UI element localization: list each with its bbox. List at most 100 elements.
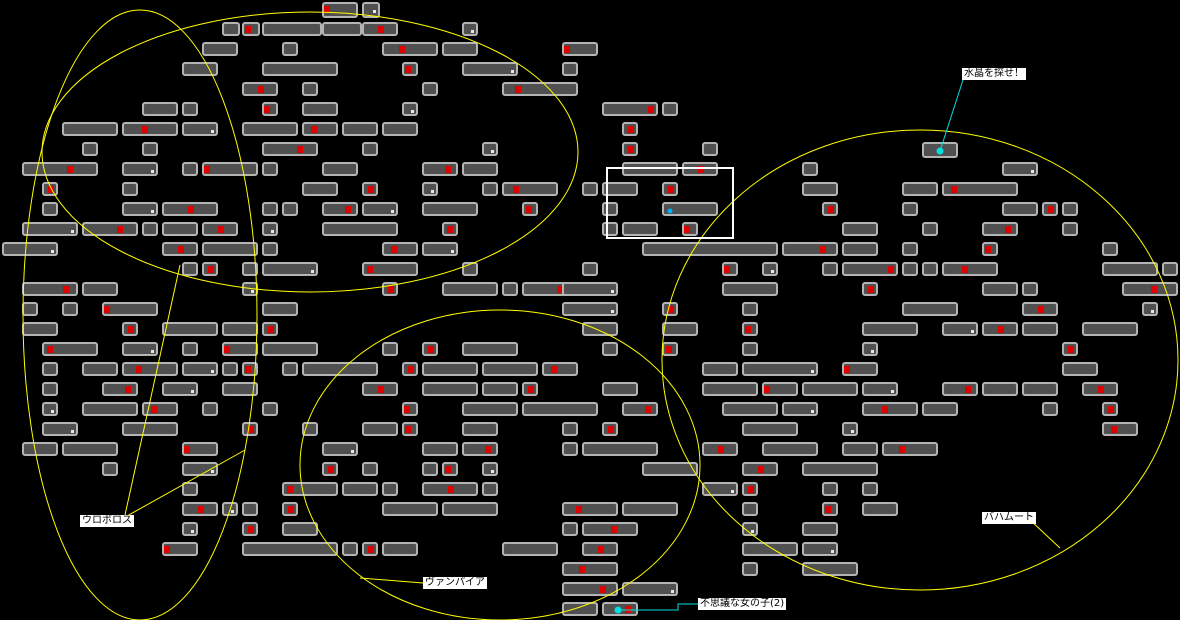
red-marker[interactable] — [248, 526, 254, 533]
red-marker[interactable] — [579, 566, 585, 573]
red-marker[interactable] — [388, 286, 394, 293]
red-marker[interactable] — [399, 46, 405, 53]
red-marker[interactable] — [391, 246, 397, 253]
red-marker[interactable] — [297, 146, 303, 153]
red-marker[interactable] — [368, 186, 374, 193]
red-marker[interactable] — [718, 446, 724, 453]
red-marker[interactable] — [758, 466, 764, 473]
red-marker[interactable] — [151, 406, 157, 413]
red-marker[interactable] — [198, 506, 204, 513]
red-marker[interactable] — [445, 466, 451, 473]
red-marker[interactable] — [178, 246, 184, 253]
red-marker[interactable] — [128, 326, 134, 333]
red-marker[interactable] — [248, 426, 254, 433]
red-marker[interactable] — [345, 206, 351, 213]
red-marker[interactable] — [576, 506, 582, 513]
red-marker[interactable] — [47, 346, 53, 353]
red-marker[interactable] — [698, 166, 704, 173]
red-marker[interactable] — [820, 246, 826, 253]
red-marker[interactable] — [142, 126, 148, 133]
red-marker[interactable] — [404, 406, 410, 413]
red-marker[interactable] — [125, 386, 131, 393]
red-marker[interactable] — [408, 366, 414, 373]
red-marker[interactable] — [48, 186, 54, 193]
red-marker[interactable] — [184, 446, 190, 453]
red-marker[interactable] — [828, 206, 834, 213]
red-marker[interactable] — [557, 286, 563, 293]
red-marker[interactable] — [899, 446, 905, 453]
red-marker[interactable] — [258, 86, 264, 93]
red-marker[interactable] — [1068, 346, 1074, 353]
red-marker[interactable] — [188, 206, 194, 213]
red-marker[interactable] — [844, 366, 850, 373]
red-marker[interactable] — [445, 166, 451, 173]
red-marker[interactable] — [513, 186, 519, 193]
red-marker[interactable] — [645, 406, 651, 413]
red-marker[interactable] — [368, 546, 374, 553]
red-marker[interactable] — [611, 526, 617, 533]
red-marker[interactable] — [668, 186, 674, 193]
red-marker[interactable] — [288, 506, 294, 513]
red-marker[interactable] — [668, 306, 674, 313]
red-marker[interactable] — [447, 226, 453, 233]
red-marker[interactable] — [965, 386, 971, 393]
red-marker[interactable] — [1005, 226, 1011, 233]
red-marker[interactable] — [287, 486, 293, 493]
red-marker[interactable] — [311, 126, 317, 133]
red-marker[interactable] — [951, 186, 957, 193]
red-marker[interactable] — [628, 146, 634, 153]
red-marker[interactable] — [608, 426, 614, 433]
red-marker[interactable] — [367, 266, 373, 273]
red-marker[interactable] — [448, 486, 454, 493]
red-marker[interactable] — [204, 166, 210, 173]
red-marker[interactable] — [245, 26, 251, 33]
cyan-target-marker-crystal[interactable] — [936, 147, 944, 155]
red-marker[interactable] — [684, 226, 690, 233]
red-marker[interactable] — [268, 326, 274, 333]
red-marker[interactable] — [882, 406, 888, 413]
red-marker[interactable] — [1108, 406, 1114, 413]
red-marker[interactable] — [164, 546, 170, 553]
red-marker[interactable] — [328, 466, 334, 473]
cyan-marker-box[interactable] — [667, 208, 673, 214]
red-marker[interactable] — [405, 66, 411, 73]
red-marker[interactable] — [208, 266, 214, 273]
red-marker[interactable] — [962, 266, 968, 273]
red-marker[interactable] — [104, 306, 110, 313]
red-marker[interactable] — [764, 386, 770, 393]
red-marker[interactable] — [117, 226, 123, 233]
red-marker[interactable] — [67, 166, 73, 173]
red-marker[interactable] — [998, 326, 1004, 333]
red-marker[interactable] — [666, 346, 672, 353]
red-marker[interactable] — [264, 106, 270, 113]
red-marker[interactable] — [825, 506, 831, 513]
red-marker[interactable] — [378, 26, 384, 33]
red-marker[interactable] — [888, 266, 894, 273]
red-marker[interactable] — [745, 326, 751, 333]
red-marker[interactable] — [1098, 386, 1104, 393]
red-marker[interactable] — [526, 206, 532, 213]
red-marker[interactable] — [485, 446, 491, 453]
red-marker[interactable] — [551, 366, 557, 373]
red-marker[interactable] — [405, 426, 411, 433]
red-marker[interactable] — [528, 386, 534, 393]
red-marker[interactable] — [218, 226, 224, 233]
red-marker[interactable] — [564, 46, 570, 53]
red-marker[interactable] — [1151, 286, 1157, 293]
red-marker[interactable] — [136, 366, 142, 373]
red-marker[interactable] — [63, 286, 69, 293]
red-marker[interactable] — [628, 126, 634, 133]
red-marker[interactable] — [515, 86, 521, 93]
red-marker[interactable] — [600, 586, 606, 593]
red-marker[interactable] — [1048, 206, 1054, 213]
red-marker[interactable] — [748, 486, 754, 493]
red-marker[interactable] — [1038, 306, 1044, 313]
red-marker[interactable] — [245, 366, 251, 373]
red-marker[interactable] — [378, 386, 384, 393]
red-marker[interactable] — [224, 346, 230, 353]
red-marker[interactable] — [1111, 426, 1117, 433]
red-marker[interactable] — [648, 106, 654, 113]
red-marker[interactable] — [324, 6, 330, 13]
red-marker[interactable] — [724, 266, 730, 273]
red-marker[interactable] — [985, 246, 991, 253]
